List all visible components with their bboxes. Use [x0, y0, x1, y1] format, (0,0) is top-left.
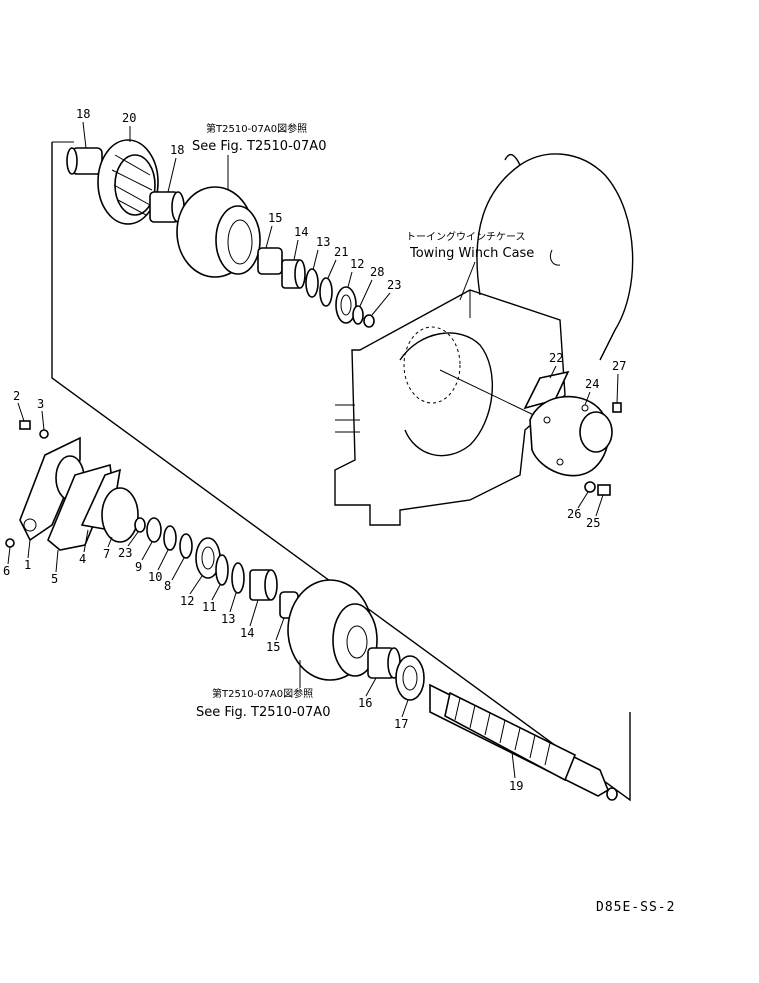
seal-17 [395, 655, 425, 701]
callout-10: 10 [148, 570, 162, 584]
callout-23-upper: 23 [387, 278, 401, 292]
shaft-19 [429, 683, 618, 801]
upper-ring-21 [319, 277, 333, 307]
callout-12-upper: 12 [350, 257, 364, 271]
callout-2: 2 [13, 389, 20, 403]
lower-reference-en: See Fig. T2510-07A0 [196, 705, 330, 720]
bolt-2 [19, 420, 31, 430]
callout-4: 4 [79, 552, 86, 566]
upper-reference-jp: 第T2510-07A0図参照 [206, 122, 307, 135]
upper-ring-13 [305, 268, 319, 298]
lower-drum [287, 579, 378, 681]
ring-10 [163, 525, 177, 551]
drawing-code: D85E-SS-2 [596, 900, 675, 915]
callout-28: 28 [370, 265, 384, 279]
callout-19: 19 [509, 779, 523, 793]
cover-24 [529, 395, 613, 477]
callout-20: 20 [122, 111, 136, 125]
callout-12-lower: 12 [180, 594, 194, 608]
callout-15-upper: 15 [268, 211, 282, 225]
callout-18-upper-left: 18 [76, 107, 90, 121]
bevel-gear-20 [97, 139, 159, 225]
upper-bearing-18 [66, 147, 103, 175]
callout-11: 11 [202, 600, 216, 614]
callout-23-lower: 23 [118, 546, 132, 560]
exploded-view-frame [51, 142, 631, 802]
bearing-14-lower [249, 569, 278, 601]
callout-13-lower: 13 [221, 612, 235, 626]
callout-17: 17 [394, 717, 408, 731]
upper-sleeve-15 [257, 247, 283, 275]
callout-13-upper: 13 [316, 235, 330, 249]
cover-plate-7 [101, 487, 139, 543]
callout-25: 25 [586, 516, 600, 530]
ring-11 [215, 554, 229, 586]
callout-1: 1 [24, 558, 31, 572]
nut-23-lower [134, 517, 146, 533]
callout-24: 24 [585, 377, 599, 391]
callout-22: 22 [549, 351, 563, 365]
ring-9 [146, 517, 162, 543]
callout-26: 26 [567, 507, 581, 521]
upper-seal-12 [335, 286, 357, 324]
case-label-jp: トーイングウインチケース [406, 230, 526, 243]
callout-3: 3 [37, 397, 44, 411]
bearing-16 [367, 647, 401, 679]
ring-13-lower [231, 562, 245, 594]
bolt-25 [597, 484, 611, 496]
housing-1 [19, 436, 85, 542]
towing-winch-case [334, 153, 634, 526]
callout-21: 21 [334, 245, 348, 259]
upper-ring-28 [352, 305, 364, 325]
callout-18-upper-right: 18 [170, 143, 184, 157]
callout-27: 27 [612, 359, 626, 373]
washer-3 [39, 429, 49, 439]
upper-reference-en: See Fig. T2510-07A0 [192, 139, 326, 154]
upper-nut-23 [363, 314, 375, 328]
bolt-27 [612, 402, 622, 413]
callout-5: 5 [51, 572, 58, 586]
upper-bearing-14 [281, 259, 306, 289]
bolt-6 [5, 538, 15, 548]
callout-9: 9 [135, 560, 142, 574]
callout-14-upper: 14 [294, 225, 308, 239]
washer-26 [584, 481, 596, 493]
callout-16: 16 [358, 696, 372, 710]
callout-6: 6 [3, 564, 10, 578]
case-label-en: Towing Winch Case [409, 246, 534, 261]
upper-drum [176, 186, 261, 278]
lower-reference-jp: 第T2510-07A0図参照 [212, 687, 313, 700]
callout-15-lower: 15 [266, 640, 280, 654]
ring-8 [179, 533, 193, 559]
callout-14-lower: 14 [240, 626, 254, 640]
callouts: 18 20 18 15 14 13 21 12 28 23 22 27 24 2… [3, 107, 626, 793]
callout-8: 8 [164, 579, 171, 593]
callout-7: 7 [103, 547, 110, 561]
